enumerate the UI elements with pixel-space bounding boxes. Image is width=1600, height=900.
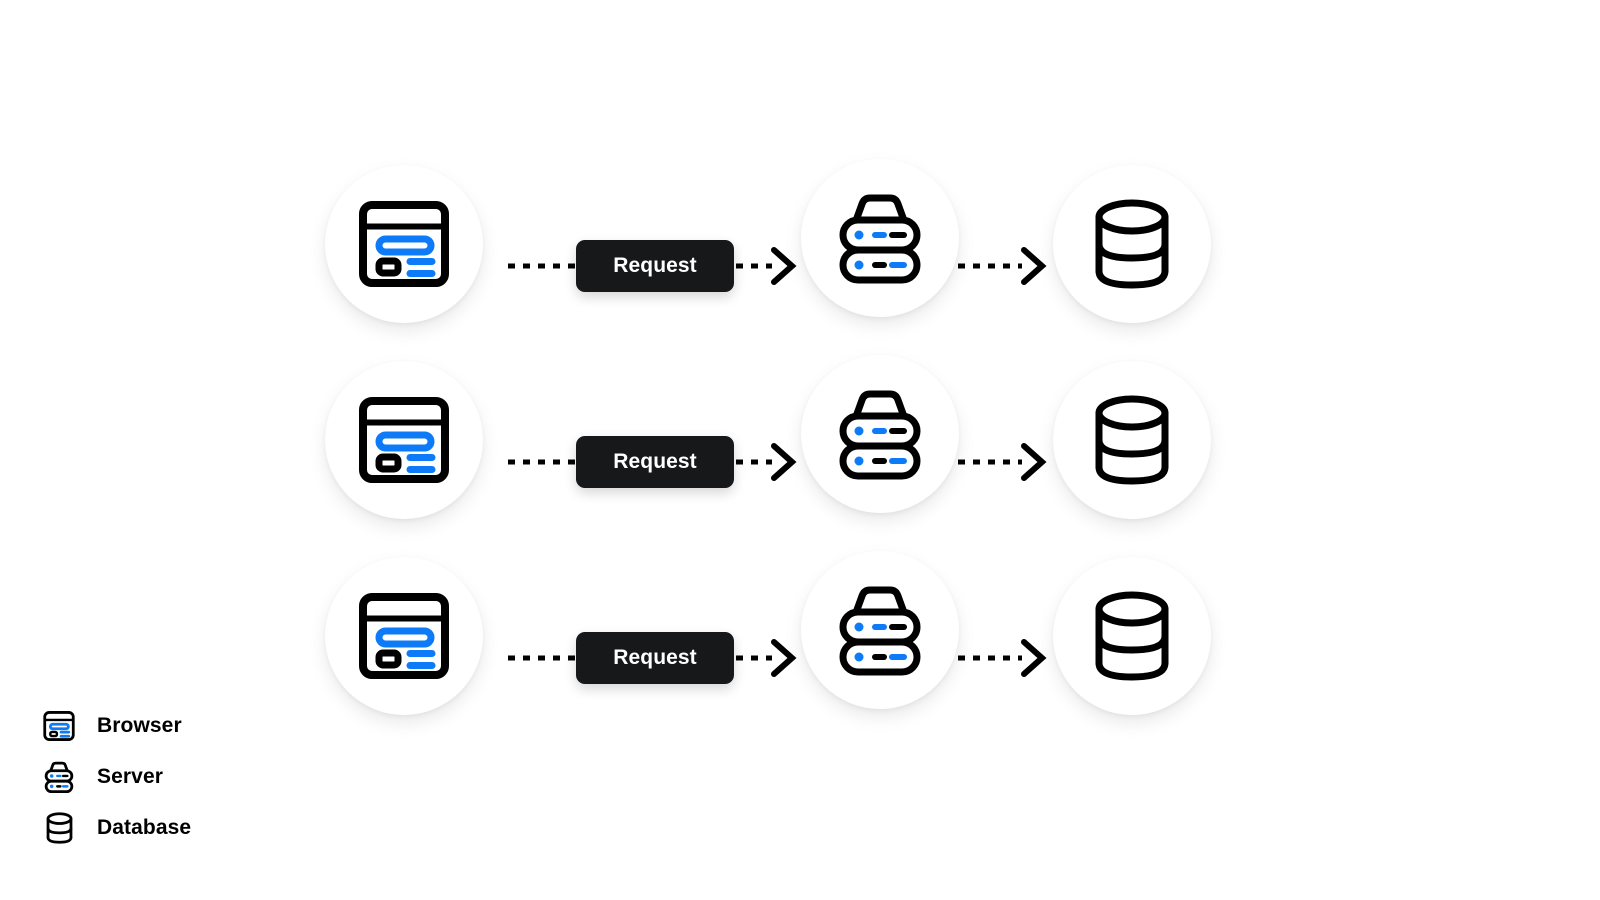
browser-icon	[358, 593, 450, 679]
server-icon	[834, 388, 926, 480]
request-badge-label: Request	[613, 450, 697, 473]
browser-node[interactable]	[325, 557, 483, 715]
server-node[interactable]	[801, 551, 959, 709]
request-badge[interactable]: Request	[576, 436, 734, 488]
browser-icon	[42, 709, 76, 743]
server-icon	[42, 760, 76, 794]
browser-icon	[358, 201, 450, 287]
legend-label-browser: Browser	[97, 713, 182, 737]
edge-server-to-database	[958, 639, 1047, 677]
server-node[interactable]	[801, 159, 959, 317]
database-node[interactable]	[1053, 165, 1211, 323]
server-icon	[834, 192, 926, 284]
legend: Browser Server	[42, 700, 372, 853]
legend-item-server: Server	[42, 751, 372, 802]
browser-icon	[358, 397, 450, 483]
browser-node[interactable]	[325, 361, 483, 519]
server-icon	[834, 584, 926, 676]
request-badge[interactable]: Request	[576, 632, 734, 684]
legend-item-database: Database	[42, 802, 372, 853]
request-badge[interactable]: Request	[576, 240, 734, 292]
legend-item-browser: Browser	[42, 700, 372, 751]
browser-node[interactable]	[325, 165, 483, 323]
server-node[interactable]	[801, 355, 959, 513]
flow-row: Request	[0, 536, 1600, 736]
database-node[interactable]	[1053, 361, 1211, 519]
edge-server-to-database	[958, 443, 1047, 481]
database-icon	[1091, 394, 1173, 486]
legend-label-server: Server	[97, 764, 163, 788]
request-badge-label: Request	[613, 254, 697, 277]
database-icon	[1091, 590, 1173, 682]
database-icon	[42, 811, 76, 845]
edge-server-to-database	[958, 247, 1047, 285]
database-node[interactable]	[1053, 557, 1211, 715]
flow-row: Request	[0, 144, 1600, 344]
legend-label-database: Database	[97, 815, 192, 839]
flow-row: Request	[0, 340, 1600, 540]
database-icon	[1091, 198, 1173, 290]
request-badge-label: Request	[613, 646, 697, 669]
